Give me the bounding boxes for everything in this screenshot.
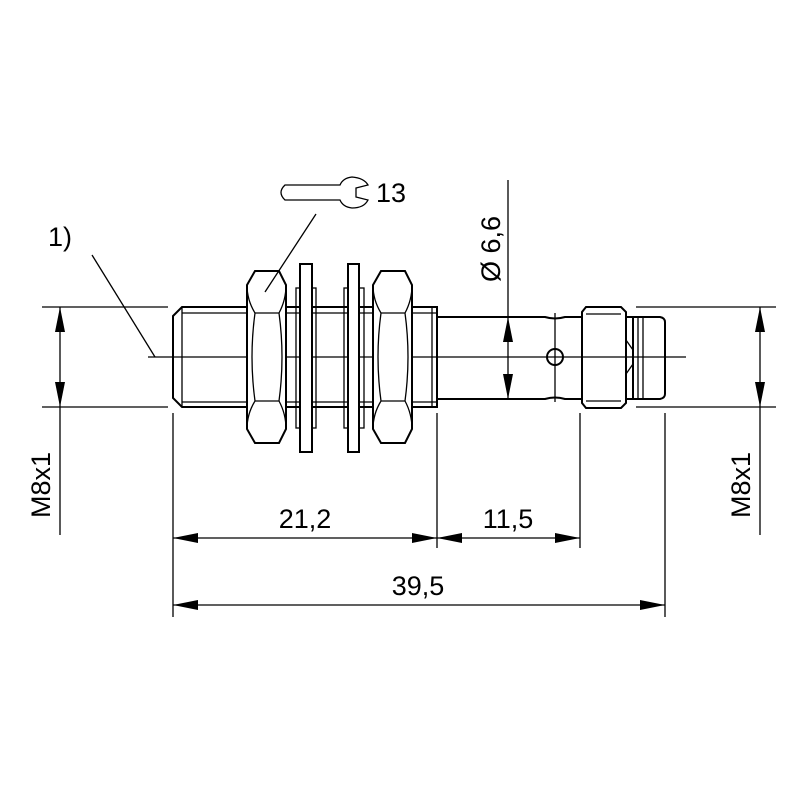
wrench-icon: [264, 176, 369, 293]
m8-connector: [581, 306, 666, 409]
toothed-washer-left: [295, 263, 317, 453]
extension-lines: [42, 306, 776, 617]
led-indicator-hole: [546, 348, 564, 366]
lock-nut-left: [246, 270, 287, 444]
thread-dimension-left: M8x1: [26, 307, 65, 535]
toothed-washer-right: [343, 263, 365, 453]
dimension-21-2: 21,2: [173, 504, 437, 543]
wrench-size-label: 13: [376, 178, 406, 208]
diameter-dimension: Ø 6,6: [476, 180, 513, 399]
dim-label-21-2: 21,2: [279, 504, 332, 534]
dimension-39-5: 39,5: [173, 571, 665, 610]
lock-nut-right: [372, 270, 413, 444]
dim-label-11-5: 11,5: [483, 504, 534, 534]
sensor-body: [437, 313, 582, 402]
dim-label-39-5: 39,5: [392, 571, 445, 601]
dimension-11-5: 11,5: [437, 504, 580, 543]
note-leader-line: [91, 254, 156, 358]
thread-dimension-right: M8x1: [726, 307, 765, 535]
diameter-label: Ø 6,6: [476, 216, 506, 282]
note-marker: 1): [48, 222, 72, 252]
thread-label-left: M8x1: [26, 452, 56, 518]
thread-label-right: M8x1: [726, 452, 756, 518]
